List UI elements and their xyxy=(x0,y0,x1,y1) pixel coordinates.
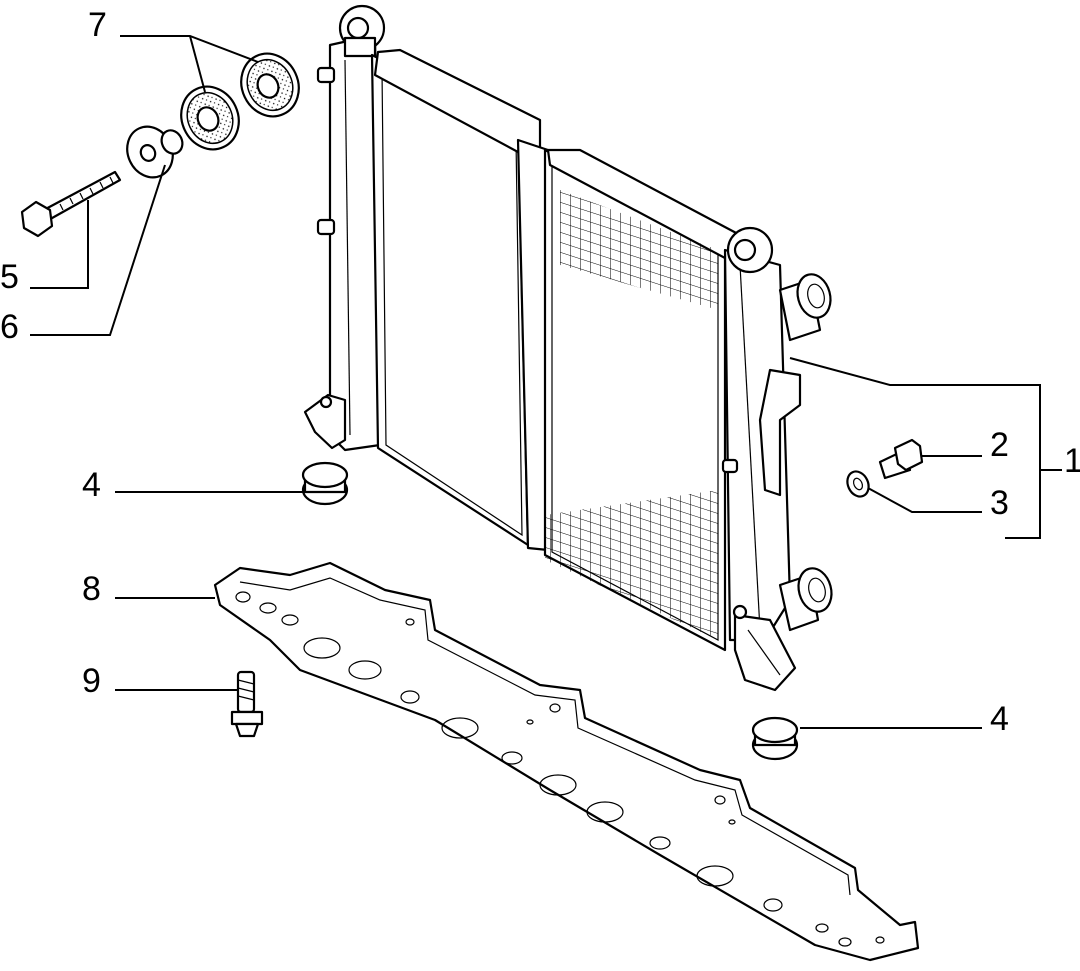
grommet-upper xyxy=(301,461,349,506)
bolt xyxy=(20,170,122,238)
leader-lines xyxy=(30,35,1062,729)
callout-1: 1 xyxy=(1064,442,1080,480)
sealing-washer xyxy=(846,470,870,498)
drain-plug xyxy=(878,438,924,480)
callout-8: 8 xyxy=(82,570,101,608)
callout-4-upper: 4 xyxy=(82,466,101,504)
callout-4-lower-label: 4 xyxy=(990,700,1009,738)
callout-9: 9 xyxy=(82,662,101,700)
bearing-pair xyxy=(180,52,300,151)
callout-3: 3 xyxy=(990,484,1009,522)
bushing xyxy=(126,125,184,179)
callout-7: 7 xyxy=(88,6,107,44)
screw xyxy=(230,670,264,738)
grommet-lower xyxy=(751,716,799,761)
callout-6: 6 xyxy=(0,308,19,346)
radiator xyxy=(303,4,833,692)
callout-2: 2 xyxy=(990,426,1009,464)
lower-panel xyxy=(213,561,920,962)
callout-5: 5 xyxy=(0,258,19,296)
